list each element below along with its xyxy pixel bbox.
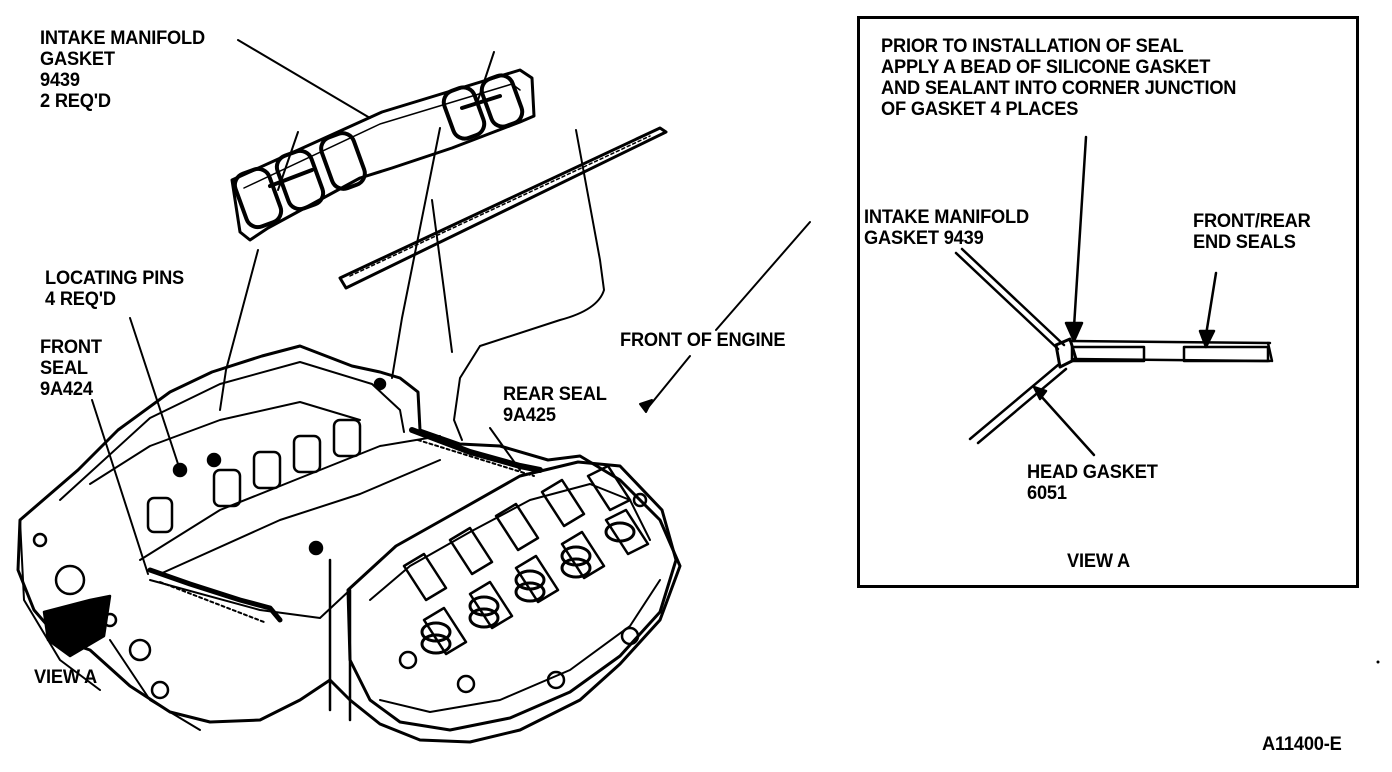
view-a-end-seals-line-1: FRONT/REAR: [1193, 211, 1311, 232]
locating-pins-line-1: LOCATING PINS: [45, 268, 185, 289]
view-a-note-line-4: OF GASKET 4 PLACES: [881, 99, 1079, 120]
view-a-marker-text: VIEW A: [34, 667, 98, 688]
rear-seal-line-2: 9A425: [503, 405, 556, 426]
intake-label-line-1: INTAKE MANIFOLD: [40, 28, 205, 49]
intake-label-line-2: GASKET: [40, 49, 115, 70]
leader-lines: [91, 39, 811, 575]
view-a-head-gasket-label: HEAD GASKET 6051: [1027, 462, 1158, 504]
view-a-detail-panel: PRIOR TO INSTALLATION OF SEAL APPLY A BE…: [857, 16, 1359, 588]
right-cylinder-head-drawing: [346, 460, 678, 732]
view-a-note-line-3: AND SEALANT INTO CORNER JUNCTION: [881, 78, 1237, 99]
end-seal-strip-drawing: [338, 126, 668, 290]
front-of-engine-label: FRONT OF ENGINE: [620, 330, 786, 351]
view-a-note-line-2: APPLY A BEAD OF SILICONE GASKET: [881, 57, 1211, 78]
view-a-title: VIEW A: [1067, 551, 1130, 572]
view-a-end-seals-line-2: END SEALS: [1193, 232, 1296, 253]
front-seal-label: FRONT SEAL 9A424: [40, 337, 102, 400]
rear-seal-line-1: REAR SEAL: [503, 384, 607, 405]
view-a-intake-manifold-gasket-label: INTAKE MANIFOLD GASKET 9439: [864, 207, 1029, 249]
front-seal-line-3: 9A424: [40, 379, 93, 400]
intake-manifold-gasket-label: INTAKE MANIFOLD GASKET 9439 2 REQ'D: [40, 28, 205, 112]
front-seal-line-2: SEAL: [40, 358, 88, 379]
view-a-note: PRIOR TO INSTALLATION OF SEAL APPLY A BE…: [881, 36, 1236, 120]
front-of-engine-text: FRONT OF ENGINE: [620, 330, 786, 351]
front-seal-line-1: FRONT: [40, 337, 102, 358]
view-a-detail-drawing: [954, 135, 1274, 457]
view-a-head-gasket-line-1: HEAD GASKET: [1027, 462, 1158, 483]
engine-block-drawing: [16, 344, 682, 744]
view-a-intake-label-line-2: GASKET 9439: [864, 228, 984, 249]
intake-label-line-3: 9439: [40, 70, 80, 91]
view-a-head-gasket-line-2: 6051: [1027, 483, 1067, 504]
view-a-end-seals-label: FRONT/REAR END SEALS: [1193, 211, 1311, 253]
view-a-marker-label: VIEW A: [34, 667, 97, 688]
view-a-note-line-1: PRIOR TO INSTALLATION OF SEAL: [881, 36, 1184, 57]
intake-manifold-gasket-drawing: [230, 68, 536, 242]
figure-id-text: A11400-E: [1262, 734, 1342, 755]
locating-pins-line-2: 4 REQ'D: [45, 289, 116, 310]
figure-id: A11400-E: [1262, 734, 1342, 755]
view-a-intake-label-line-1: INTAKE MANIFOLD: [864, 207, 1029, 228]
locating-pins-label: LOCATING PINS 4 REQ'D: [45, 268, 184, 310]
stray-mark: [1376, 660, 1380, 664]
intake-label-line-4: 2 REQ'D: [40, 91, 111, 112]
view-a-title-text: VIEW A: [1067, 551, 1131, 572]
rear-seal-label: REAR SEAL 9A425: [503, 384, 607, 426]
